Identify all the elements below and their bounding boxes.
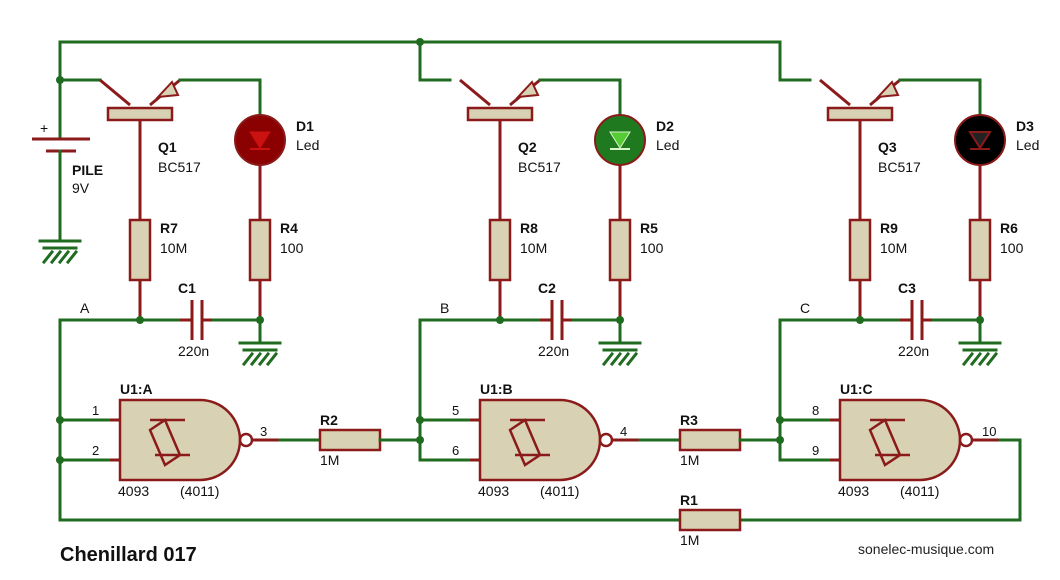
ground-symbol-stage-2 [598,341,642,367]
resistor-r5: R5 100 [608,218,664,282]
led-d1: D1 Led [234,114,319,166]
gate-u1c: U1:C 8 9 10 4093 (4011) [812,381,1000,499]
ground-symbol-stage-1 [238,341,282,367]
c3-value: 220n [898,343,929,359]
website-credit: sonelec-musique.com [858,541,994,557]
node-label-a: A [80,300,90,316]
led-d3: D3 Led [954,114,1039,166]
u1b-pin-in1: 5 [452,403,459,418]
gate-u1a: U1:A 1 2 3 4093 (4011) [92,381,280,499]
c1-value: 220n [178,343,209,359]
q1-value: BC517 [158,159,201,175]
stage-2: Q2 BC517 D2 Led R8 10M R5 100 [418,78,679,442]
u1a-alt: (4011) [180,483,219,499]
r1-value: 1M [680,532,699,548]
transistor-q1: Q1 BC517 [99,78,201,220]
u1b-alt: (4011) [540,483,579,499]
d2-value: Led [656,137,679,153]
resistor-r6: R6 100 [968,218,1024,282]
d1-ref: D1 [296,118,314,134]
ground-symbol-battery [38,239,82,265]
r6-value: 100 [1000,240,1024,256]
u1c-ref: U1:C [840,381,873,397]
r1-ref: R1 [680,492,698,508]
r9-value: 10M [880,240,907,256]
r4-value: 100 [280,240,304,256]
u1a-ref: U1:A [120,381,153,397]
q3-ref: Q3 [878,139,897,155]
r2-ref: R2 [320,412,338,428]
transistor-q3: Q3 BC517 [819,78,921,220]
gate-u1b: U1:B 5 6 4 4093 (4011) [452,381,640,499]
u1c-pin-in2: 9 [812,443,819,458]
d3-value: Led [1016,137,1039,153]
r5-ref: R5 [640,220,658,236]
u1a-pin-out: 3 [260,424,267,439]
resistor-r9: R9 10M [848,218,907,282]
r8-ref: R8 [520,220,538,236]
u1c-pin-out: 10 [982,424,996,439]
stage-3: Q3 BC517 D3 Led R9 10M R6 100 [778,78,1039,442]
u1c-pin-in1: 8 [812,403,819,418]
battery-plus-sign: + [40,120,48,136]
q2-ref: Q2 [518,139,537,155]
u1c-part: 4093 [838,483,869,499]
d1-value: Led [296,137,319,153]
capacitor-c3: C3 220n [898,280,932,359]
r7-ref: R7 [160,220,178,236]
resistor-r1: R1 1M [678,492,742,548]
r9-ref: R9 [880,220,898,236]
r8-value: 10M [520,240,547,256]
r7-value: 10M [160,240,187,256]
resistor-r4: R4 100 [248,218,304,282]
resistor-r3: R3 1M [678,412,742,468]
capacitor-c2: C2 220n [538,280,572,359]
resistor-r2: R2 1M [318,412,382,468]
transistor-q2: Q2 BC517 [459,78,561,220]
r5-value: 100 [640,240,664,256]
led-d2: D2 Led [594,114,679,166]
q1-ref: Q1 [158,139,177,155]
u1c-alt: (4011) [900,483,939,499]
u1b-part: 4093 [478,483,509,499]
ground-symbol-stage-3 [958,341,1002,367]
u1a-part: 4093 [118,483,149,499]
c1-ref: C1 [178,280,196,296]
c2-ref: C2 [538,280,556,296]
u1b-ref: U1:B [480,381,513,397]
capacitor-c1: C1 220n [178,280,212,359]
diagram-title: Chenillard 017 [60,544,197,566]
u1a-pin-in2: 2 [92,443,99,458]
d3-ref: D3 [1016,118,1034,134]
u1a-pin-in1: 1 [92,403,99,418]
c2-value: 220n [538,343,569,359]
r3-ref: R3 [680,412,698,428]
r2-value: 1M [320,452,339,468]
u1b-pin-in2: 6 [452,443,459,458]
battery-pile: + PILE 9V [32,120,103,265]
battery-value: 9V [72,180,90,196]
stage-1: Q1 BC517 D1 Led R7 10M R4 100 [58,78,319,367]
resistor-r7: R7 10M [128,218,187,282]
battery-ref: PILE [72,162,103,178]
r6-ref: R6 [1000,220,1018,236]
r3-value: 1M [680,452,699,468]
supply-rail [56,38,812,140]
u1b-pin-out: 4 [620,424,627,439]
d2-ref: D2 [656,118,674,134]
r4-ref: R4 [280,220,298,236]
node-label-b: B [440,300,449,316]
q3-value: BC517 [878,159,921,175]
c3-ref: C3 [898,280,916,296]
resistor-r8: R8 10M [488,218,547,282]
node-label-c: C [800,300,810,316]
q2-value: BC517 [518,159,561,175]
